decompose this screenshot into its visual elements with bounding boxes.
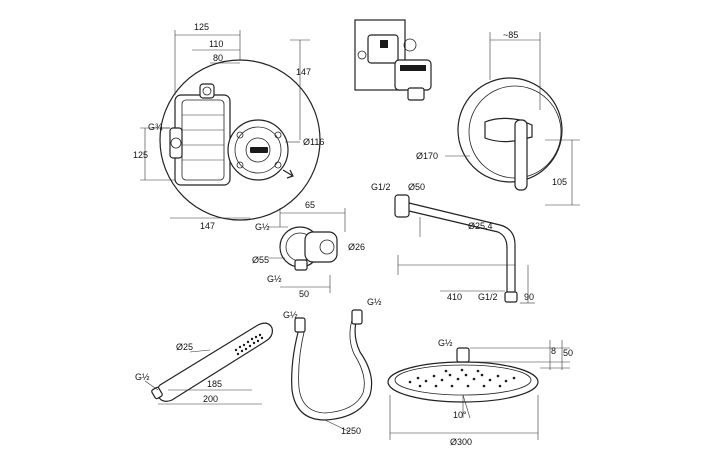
hand-dia-25-label: Ø25 [176, 342, 193, 352]
wall-spout: G1/2 Ø50 Ø25,4 410 G1/2 90 [371, 182, 535, 304]
rain-dia-300-label: Ø300 [450, 437, 472, 447]
rain-nozzles [408, 368, 516, 388]
spout-dia-50-label: Ø50 [408, 182, 425, 192]
dia-116-label: Ø116 [303, 137, 324, 147]
dim-147-bottom-label: 147 [200, 221, 215, 231]
top-connector [199, 83, 215, 99]
spout-flange [394, 194, 410, 218]
rain-dim-50-label: 50 [563, 348, 573, 358]
mixer-lever [514, 119, 528, 191]
mixer-lever-base [484, 117, 533, 143]
rain-head-connector [456, 347, 470, 363]
dim-110-label: 110 [209, 39, 223, 49]
spout-dim-90-label: 90 [524, 292, 534, 302]
thread-g34-label: G¾ [148, 122, 163, 132]
connector-dia-55-label: Ø55 [252, 255, 269, 265]
overhead-shower: G½ 8 50 10° Ø300 [387, 338, 573, 447]
spout-pipe-bottom [408, 210, 508, 300]
spout-dim-410-label: 410 [447, 292, 462, 302]
concealed-valve-body: 125 110 80 147 G¾ 125 Ø116 147 [133, 22, 324, 231]
connector-g12-bottom-label: G½ [267, 274, 282, 284]
valve-housing [174, 94, 231, 186]
holder-body [304, 231, 338, 263]
hose-dim-1250-label: 1250 [341, 426, 361, 436]
hose-fitting-left [294, 317, 306, 333]
spout-g12-top-label: G1/2 [371, 182, 391, 192]
connector-dim-65-label: 65 [305, 200, 315, 210]
spout-dia-25-4-label: Ø25,4 [468, 221, 493, 231]
hose-g12-right-label: G½ [367, 297, 382, 307]
dim-125-left-label: 125 [133, 150, 148, 160]
dim-147-right-label: 147 [296, 67, 311, 77]
mixer-faceplate: ~85 Ø170 105 [416, 30, 580, 206]
hose-g12-left-label: G½ [283, 310, 298, 320]
cartridge-block [394, 59, 432, 91]
approx-85-label: ~85 [503, 30, 518, 40]
hand-shower: Ø25 G½ 185 200 [135, 322, 273, 405]
connector-dia-26-label: Ø26 [348, 242, 365, 252]
dim-125-label: 125 [194, 22, 209, 32]
connector-dim-50-label: 50 [299, 289, 309, 299]
hand-shower-body [156, 322, 273, 402]
hose-outer [291, 317, 373, 421]
concealed-box-unit [354, 19, 432, 101]
rain-thread-label: G½ [438, 338, 453, 348]
hand-dim-185-label: 185 [207, 379, 222, 389]
hose-inner [298, 319, 365, 414]
connector-g12-top-label: G½ [255, 222, 270, 232]
side-port [169, 127, 183, 159]
spout-pipe-top [408, 202, 516, 300]
dim-80-label: 80 [213, 53, 223, 63]
hand-dim-200-label: 200 [203, 394, 218, 404]
faceplate-circle [457, 77, 563, 183]
shower-hose: G½ G½ 1250 [283, 297, 382, 436]
dia-170-label: Ø170 [416, 151, 438, 161]
hose-fitting-right [351, 309, 363, 325]
spout-g12-bottom-label: G1/2 [478, 292, 498, 302]
rain-angle-label: 10° [453, 410, 467, 420]
wall-connector-holder: 65 G½ Ø26 Ø55 G½ 50 [252, 200, 365, 299]
spray-nozzles [234, 333, 264, 356]
dim-105-label: 105 [552, 177, 567, 187]
rain-dim-8-label: 8 [551, 346, 556, 356]
hand-thread-label: G½ [135, 372, 150, 382]
